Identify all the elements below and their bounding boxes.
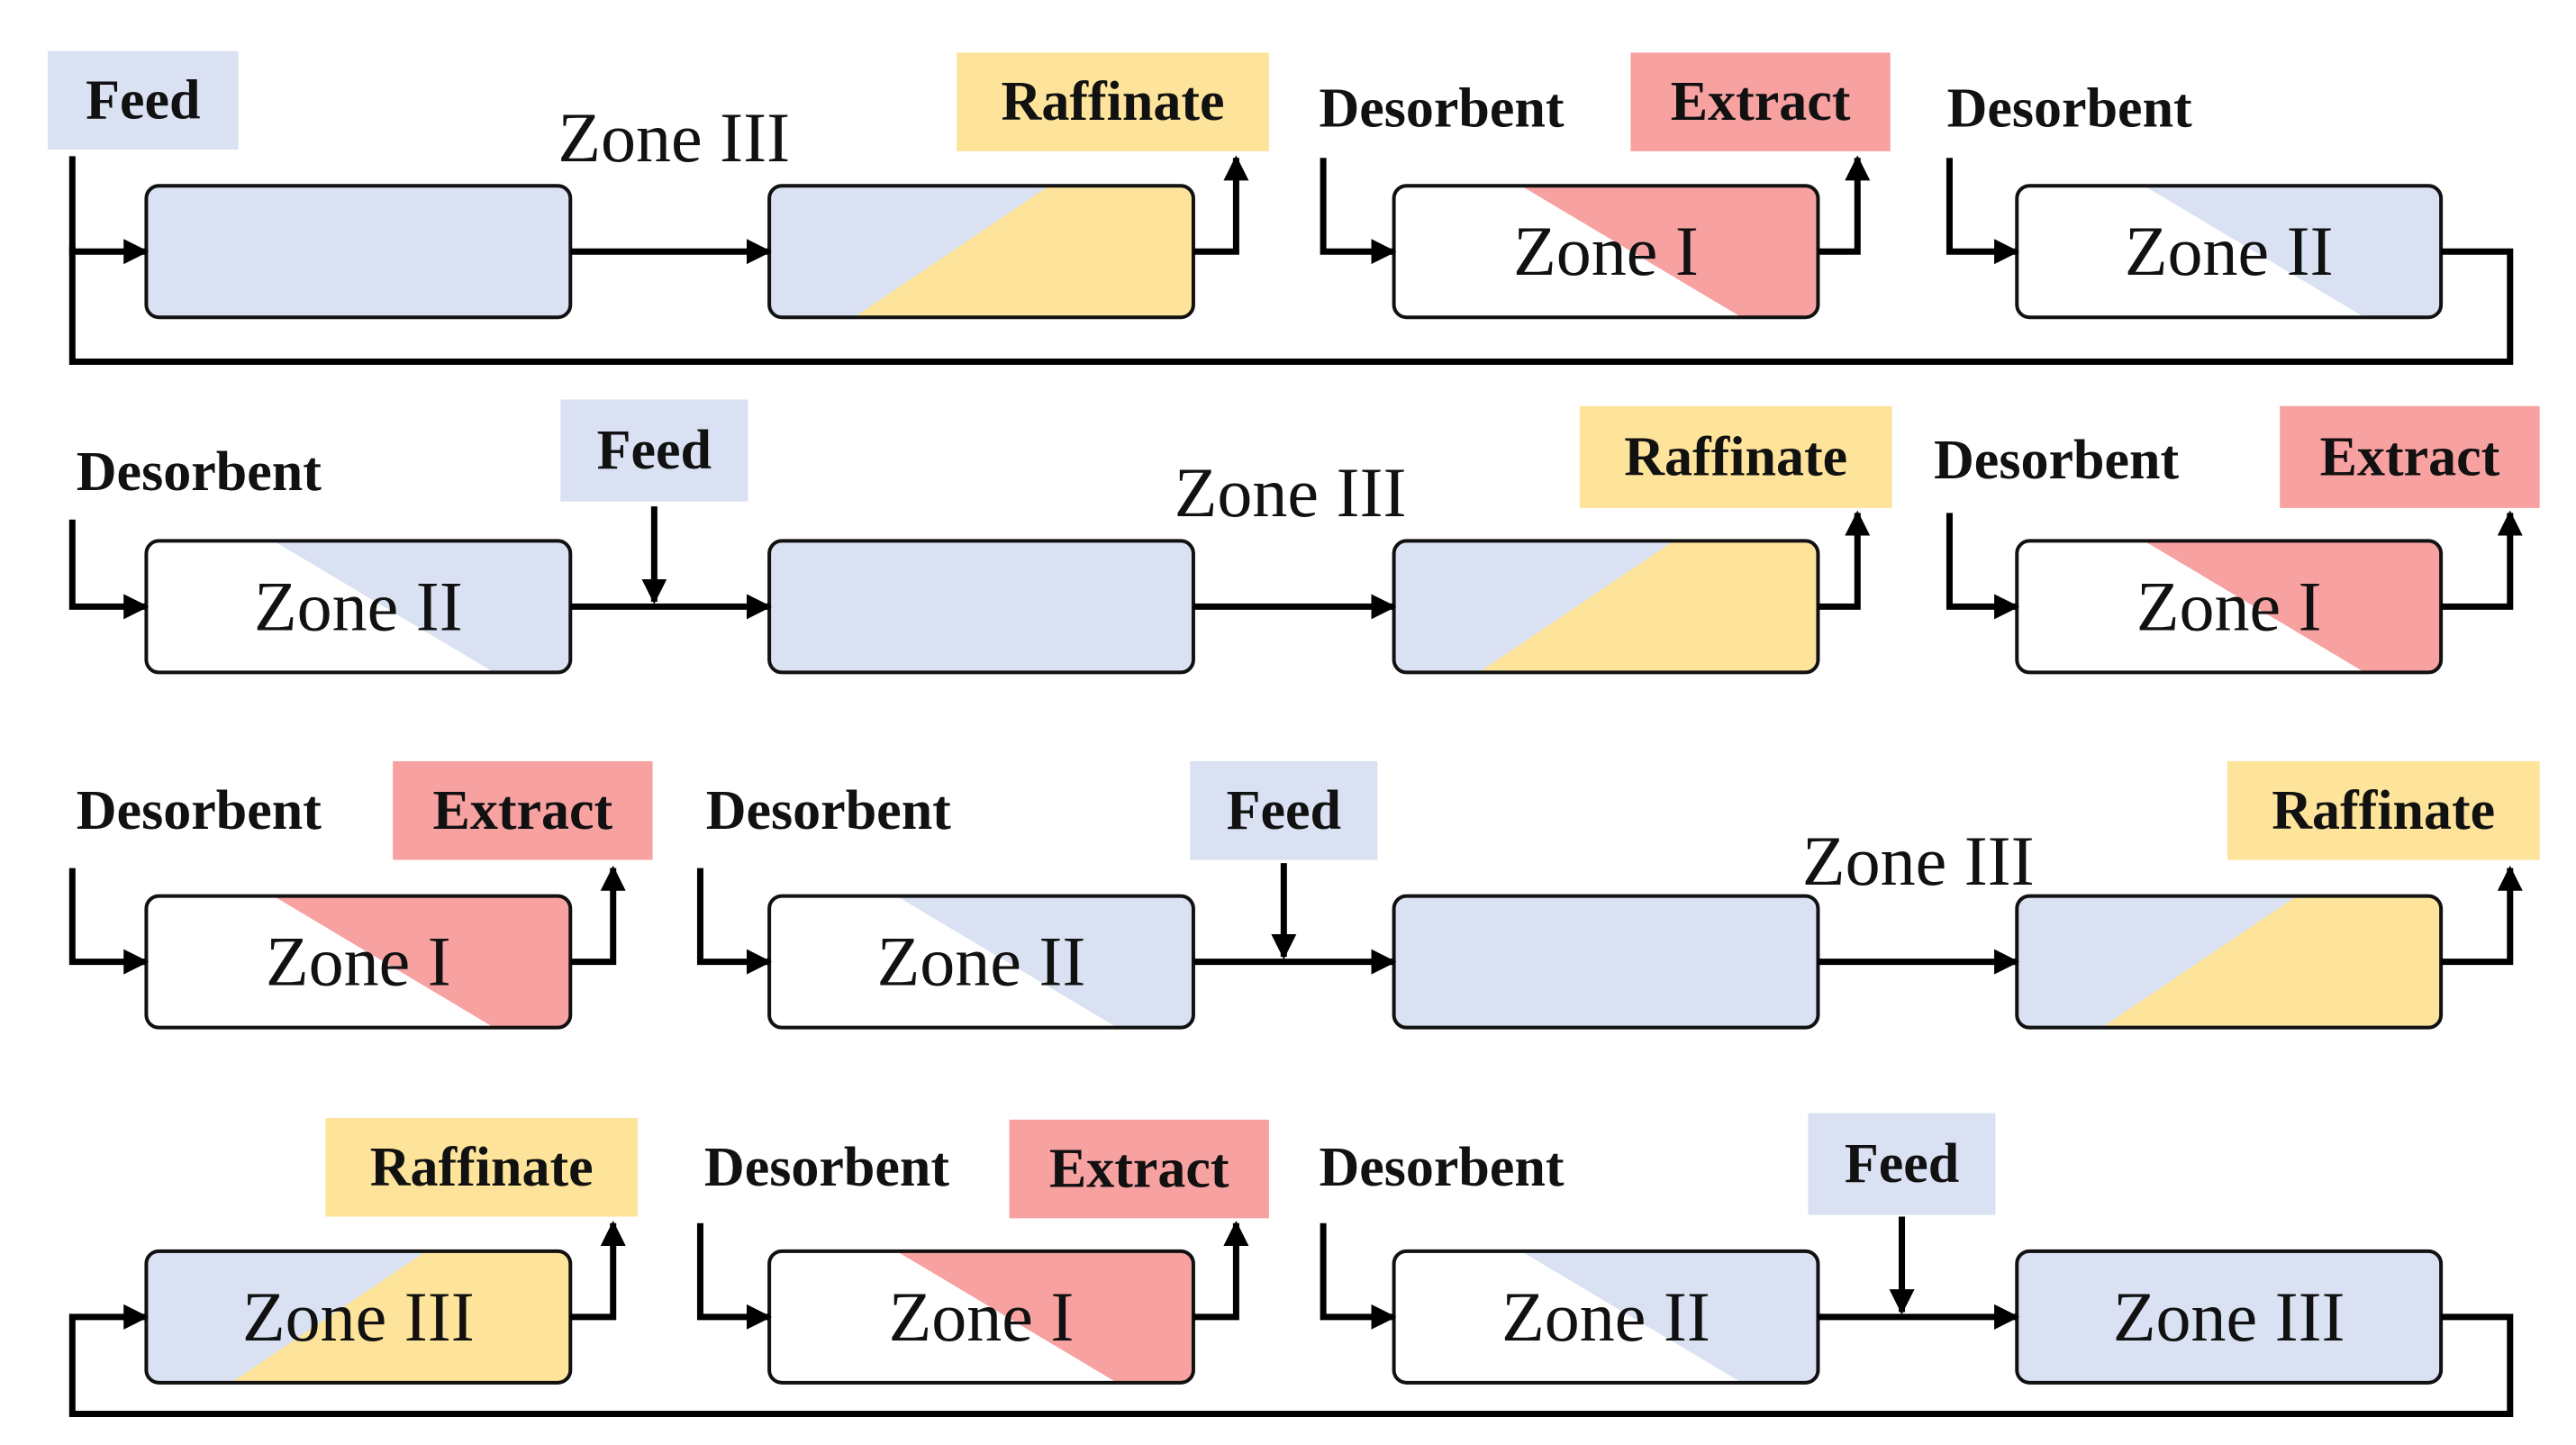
desorbent-tag: Desorbent xyxy=(1319,78,1564,140)
recycle-loop-arrow xyxy=(68,1304,2514,1417)
extract-tag: Extract xyxy=(1630,52,1891,151)
zone-iii-span-label: Zone III xyxy=(1802,822,2035,900)
desorbent-label: Desorbent xyxy=(1947,78,2192,140)
raffinate-tag: Raffinate xyxy=(957,52,1269,151)
zone-label: Zone I xyxy=(266,922,451,1001)
desorbent-inlet-arrow xyxy=(696,868,772,975)
zone-label: Zone II xyxy=(2125,212,2334,290)
desorbent-label: Desorbent xyxy=(1319,78,1564,140)
desorbent-inlet-arrow xyxy=(696,1222,772,1330)
zone-label: Zone III xyxy=(2113,1277,2345,1356)
feed-tag: Feed xyxy=(560,399,748,502)
raffinate-label: Raffinate xyxy=(370,1137,594,1198)
raffinate-label: Raffinate xyxy=(1002,71,1225,132)
column-r1c2 xyxy=(767,184,1195,320)
desorbent-inlet-arrow xyxy=(68,519,150,620)
zone-label: Zone II xyxy=(254,567,463,645)
feed-label: Feed xyxy=(1227,780,1341,841)
column-r3c1 xyxy=(144,894,573,1030)
desorbent-inlet-arrow xyxy=(1320,1222,1397,1330)
extract-tag: Extract xyxy=(2280,405,2540,508)
extract-label: Extract xyxy=(2320,426,2500,487)
zone-label: Zone I xyxy=(889,1277,1075,1356)
desorbent-tag: Desorbent xyxy=(77,780,322,841)
zone-label: Zone III xyxy=(242,1277,475,1356)
column-r3c4 xyxy=(2015,894,2444,1030)
desorbent-tag: Desorbent xyxy=(1319,1137,1564,1198)
desorbent-tag: Desorbent xyxy=(1934,430,2179,491)
column-r4c4 xyxy=(2015,1249,2444,1385)
zone-iii-span-label: Zone III xyxy=(1175,453,1407,532)
zone-label: Zone I xyxy=(1513,212,1699,290)
raffinate-label: Raffinate xyxy=(2272,780,2495,841)
desorbent-label: Desorbent xyxy=(1319,1137,1564,1198)
column-r2c2 xyxy=(767,539,1195,675)
desorbent-inlet-arrow xyxy=(1320,158,1397,265)
column-r4c3 xyxy=(1392,1249,1820,1385)
extract-tag: Extract xyxy=(393,760,653,860)
extract-outlet-arrow xyxy=(570,865,626,966)
desorbent-label: Desorbent xyxy=(77,441,322,503)
raffinate-tag: Raffinate xyxy=(2227,760,2540,860)
feed-label: Feed xyxy=(86,69,200,131)
desorbent-label: Desorbent xyxy=(1934,430,2179,491)
column-r1c1 xyxy=(144,184,573,320)
raffinate-outlet-arrow xyxy=(2441,865,2523,966)
column-r1c3 xyxy=(1392,184,1820,320)
raffinate-label: Raffinate xyxy=(1624,426,1847,487)
extract-label: Extract xyxy=(1671,71,1851,132)
desorbent-tag: Desorbent xyxy=(704,1137,949,1198)
desorbent-tag: Desorbent xyxy=(1947,78,2192,140)
raffinate-outlet-arrow xyxy=(1193,155,1249,255)
feed-tag: Feed xyxy=(1808,1113,1996,1215)
recycle-loop-line xyxy=(68,246,2514,365)
extract-tag: Extract xyxy=(1009,1119,1269,1219)
desorbent-inlet-arrow xyxy=(1946,513,2020,620)
desorbent-label: Desorbent xyxy=(704,1137,949,1198)
extract-outlet-arrow xyxy=(2441,510,2523,610)
raffinate-outlet-arrow xyxy=(1818,510,1871,610)
desorbent-inlet-arrow xyxy=(68,868,150,975)
feed-tag: Feed xyxy=(1190,760,1378,860)
feed-inlet-arrow xyxy=(68,156,150,265)
zone-label: Zone II xyxy=(877,922,1086,1001)
column-r4c1 xyxy=(144,1249,573,1385)
raffinate-tag: Raffinate xyxy=(1579,405,1892,508)
extract-outlet-arrow xyxy=(1193,1221,1249,1321)
desorbent-inlet-arrow xyxy=(1946,158,2020,265)
desorbent-label: Desorbent xyxy=(706,780,951,841)
extract-label: Extract xyxy=(433,780,613,841)
desorbent-tag: Desorbent xyxy=(706,780,951,841)
column-r4c2 xyxy=(767,1249,1195,1385)
feed-tag: Feed xyxy=(47,50,239,150)
column-r3c3 xyxy=(1392,894,1820,1030)
desorbent-label: Desorbent xyxy=(77,780,322,841)
extract-outlet-arrow xyxy=(1818,155,1871,255)
desorbent-tag: Desorbent xyxy=(77,441,322,503)
zone-label: Zone II xyxy=(1501,1277,1710,1356)
column-r2c3 xyxy=(1392,539,1820,675)
extract-label: Extract xyxy=(1049,1139,1229,1200)
feed-label: Feed xyxy=(597,420,712,481)
zone-label: Zone I xyxy=(2136,567,2322,645)
raffinate-outlet-arrow xyxy=(570,1221,626,1321)
raffinate-tag: Raffinate xyxy=(325,1118,639,1217)
feed-label: Feed xyxy=(1845,1133,1959,1195)
zone-iii-span-label: Zone III xyxy=(558,98,790,177)
column-r2c4 xyxy=(2015,539,2444,675)
